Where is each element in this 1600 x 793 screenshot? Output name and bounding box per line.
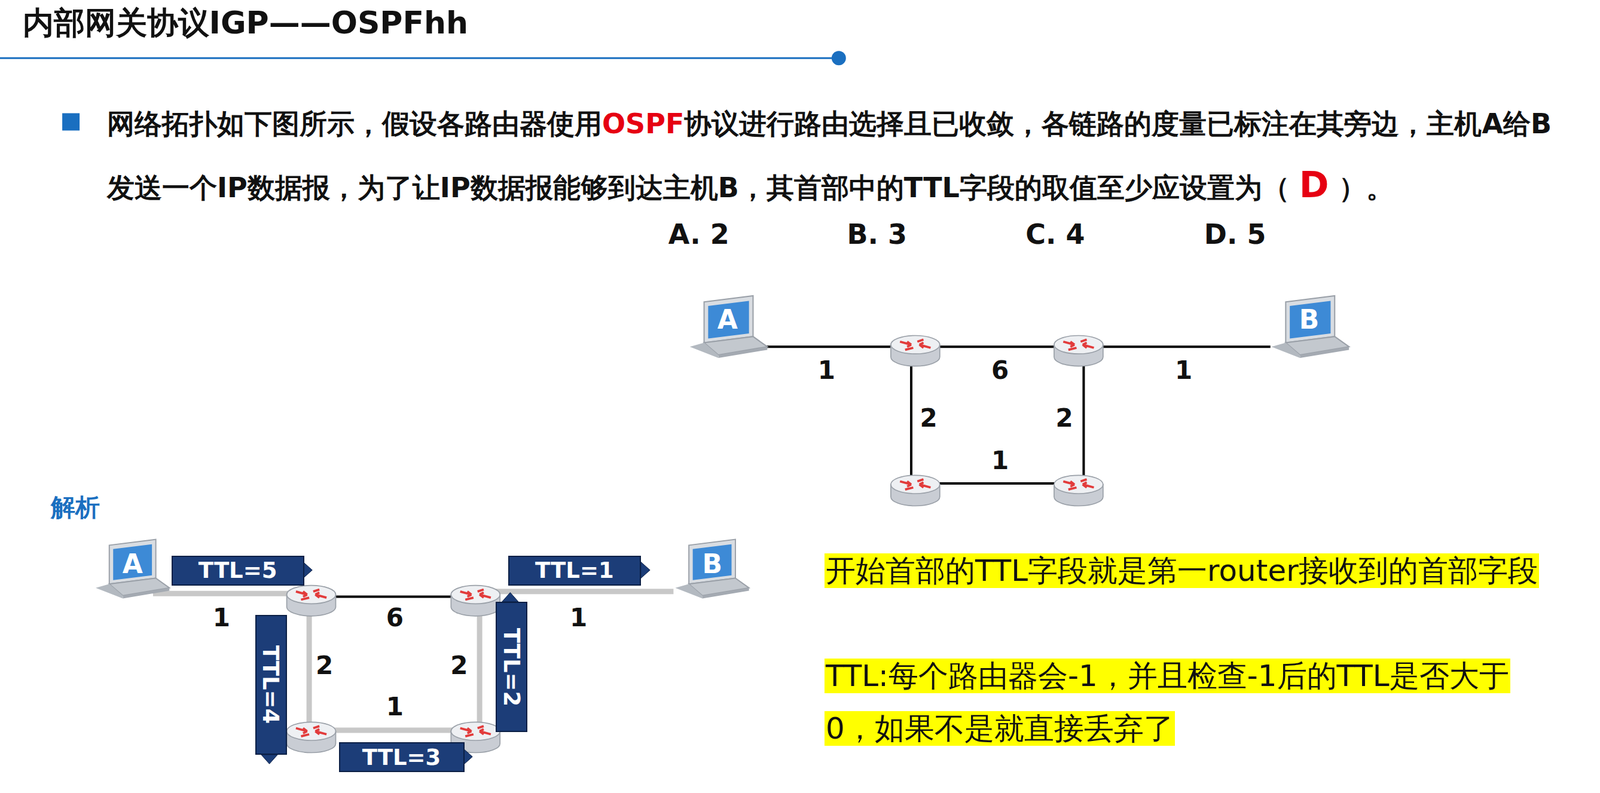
router-icon	[890, 335, 940, 366]
highlight-text: TTL:每个路由器会-1，并且检查-1后的TTL是否大于0，如果不是就直接丢弃了	[824, 658, 1511, 747]
option: A. 2	[668, 218, 730, 252]
host-letter: A	[717, 304, 738, 335]
ttl-value: TTL=4	[258, 645, 285, 725]
ttl-flag: TTL=5	[171, 556, 305, 586]
router-icon	[286, 722, 337, 753]
host-letter: B	[701, 548, 723, 580]
ttl-flag: TTL=2	[495, 602, 528, 733]
slide-title: 内部网关协议IGP——OSPFhh	[22, 3, 469, 42]
ttl-flag: TTL=4	[255, 615, 287, 756]
flag-arrowhead	[502, 593, 519, 603]
ttl-value: TTL=2	[498, 627, 525, 707]
ttl-value: TTL=5	[198, 557, 278, 584]
link-metric: 2	[315, 651, 334, 682]
link-metric: 1	[991, 446, 1009, 476]
option: C. 4	[1025, 218, 1085, 252]
path-line	[479, 588, 674, 595]
link-line	[1082, 346, 1085, 487]
title-rule	[0, 57, 837, 60]
laptop-icon	[689, 295, 768, 359]
link-line	[1081, 345, 1271, 348]
host-letter: B	[1299, 304, 1320, 335]
link-metric: 1	[386, 691, 404, 722]
question-text: 网络拓扑如下图所示，假设各路由器使用OSPF协议进行路由选择且已收敛，各链路的度…	[107, 93, 1560, 219]
flag-arrowhead	[463, 749, 473, 766]
flag-arrowhead	[303, 562, 313, 579]
router-icon	[286, 585, 337, 617]
router-icon	[890, 475, 940, 506]
option: D. 5	[1204, 218, 1267, 252]
router-icon	[1054, 335, 1104, 366]
router-icon	[1054, 475, 1104, 506]
host-label: B	[691, 544, 733, 585]
laptop-icon	[675, 539, 749, 600]
link-metric: 1	[1174, 355, 1193, 386]
question-part: 网络拓扑如下图所示，假设各路由器使用	[107, 107, 603, 140]
ttl-value: TTL=3	[362, 744, 442, 771]
laptop-icon	[95, 539, 170, 600]
path-line	[153, 591, 307, 597]
explanation-note: 开始首部的TTL字段就是第一router接收到的首部字段	[824, 544, 1543, 598]
flag-arrowhead	[261, 755, 278, 765]
host-label: A	[112, 544, 154, 585]
link-metric: 2	[919, 403, 937, 434]
link-line	[763, 345, 899, 348]
host-label: B	[1287, 297, 1331, 341]
link-metric: 1	[817, 355, 836, 386]
ttl-flag: TTL=1	[508, 556, 641, 586]
link-line	[910, 346, 913, 487]
bullet	[62, 113, 80, 131]
router-icon	[450, 585, 500, 617]
flag-arrowhead	[640, 562, 650, 579]
host-letter: A	[122, 548, 143, 580]
ttl-flag: TTL=3	[339, 742, 465, 772]
link-metric: 1	[569, 603, 588, 634]
protocol-name: OSPF	[602, 107, 685, 140]
explanation-note: TTL:每个路由器会-1，并且检查-1后的TTL是否大于0，如果不是就直接丢弃了	[824, 649, 1543, 756]
ttl-value: TTL=1	[535, 557, 615, 584]
link-metric: 2	[450, 651, 468, 682]
section-heading: 解析	[50, 493, 100, 523]
link-metric: 1	[212, 603, 231, 634]
answer-letter: D	[1299, 163, 1330, 206]
host-label: A	[706, 297, 750, 341]
highlight-text: 开始首部的TTL字段就是第一router接收到的首部字段	[824, 553, 1540, 589]
path-line	[477, 602, 483, 733]
option: B. 3	[847, 218, 908, 252]
path-line	[306, 602, 313, 733]
link-metric: 6	[991, 355, 1009, 386]
title-dot	[831, 50, 847, 66]
link-metric: 6	[386, 603, 404, 634]
question-part: ）。	[1329, 171, 1394, 204]
laptop-icon	[1271, 295, 1349, 359]
link-metric: 2	[1055, 403, 1073, 434]
